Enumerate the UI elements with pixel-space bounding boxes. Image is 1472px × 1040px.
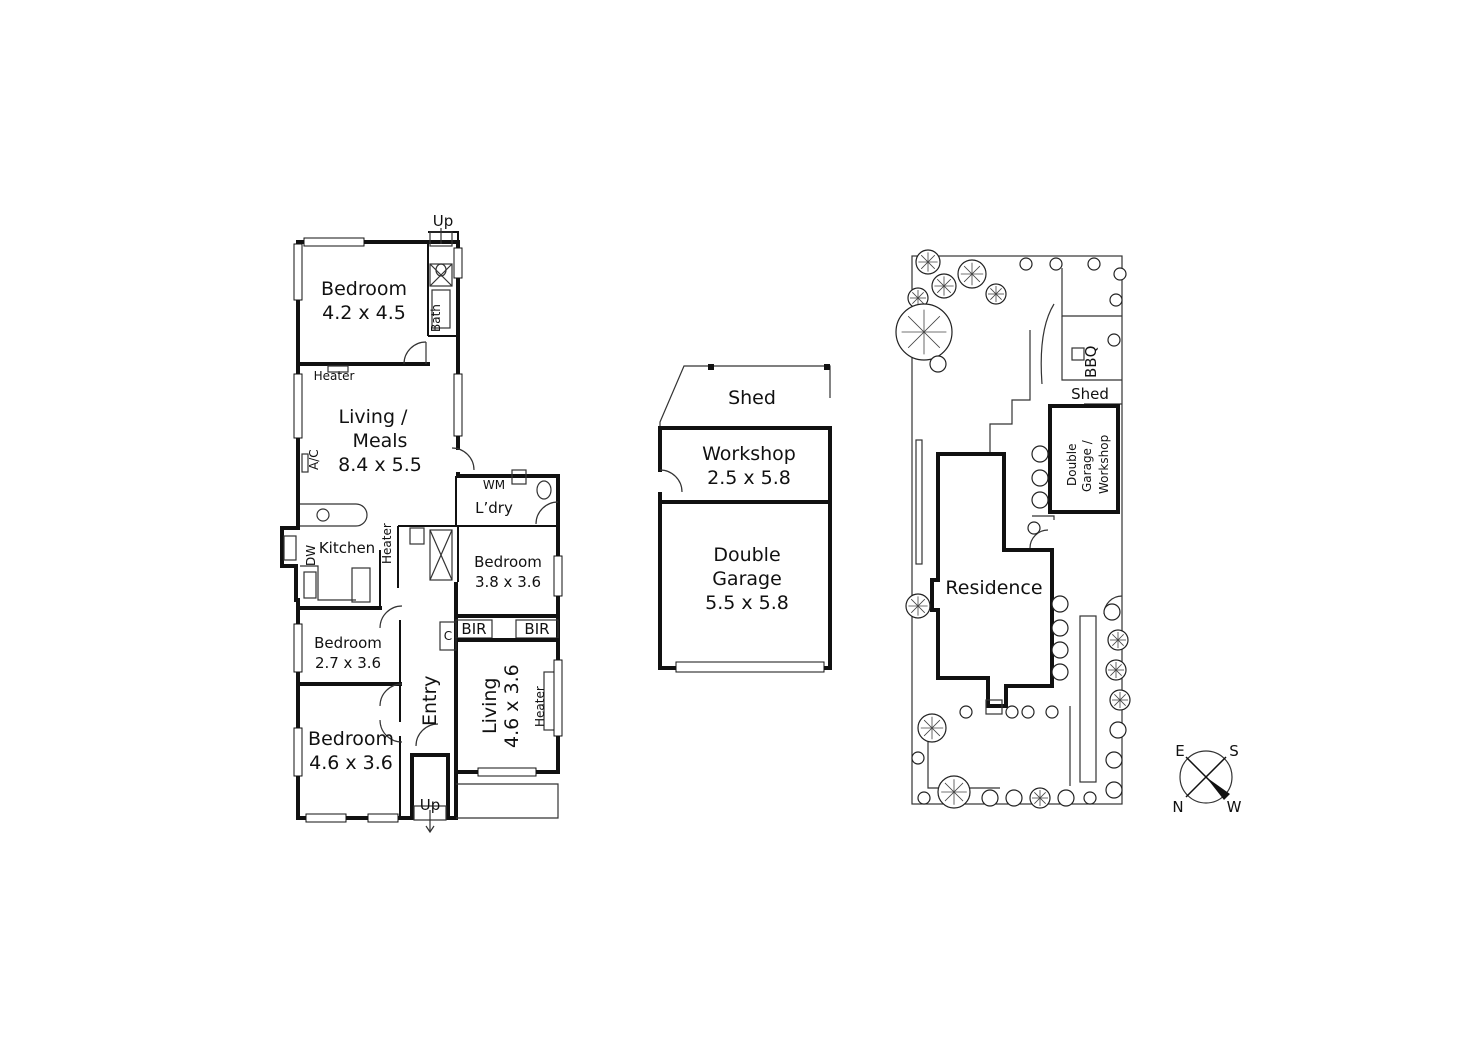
garage-name1: Double (713, 544, 780, 566)
tree-icon (911, 751, 925, 765)
tree-icon (1109, 721, 1127, 739)
house-floor-plan (280, 228, 563, 834)
tree-icon (1031, 445, 1049, 463)
outbuilding-shed-label: Shed (728, 387, 776, 409)
compass-w: W (1227, 798, 1242, 816)
tree-icon (1105, 751, 1123, 769)
bbq-label: BBQ (1082, 346, 1100, 378)
tree-icon (1051, 663, 1069, 681)
tree-icon (1105, 781, 1123, 799)
tree-icon (1109, 293, 1123, 307)
garage-size: 5.5 x 5.8 (705, 592, 789, 614)
living2-name: Living (479, 678, 501, 735)
tree-icon (1005, 789, 1023, 807)
living-meals-name1: Living / (339, 406, 409, 428)
bedroom4-name: Bedroom (308, 728, 394, 750)
heater2-label: Heater (380, 523, 394, 564)
garage-workshop-line2: Garage / (1080, 439, 1094, 492)
outbuilding-plan (658, 364, 832, 673)
tree-icon (1031, 469, 1049, 487)
bir1-label: BIR (461, 620, 486, 638)
tree-icon (1051, 619, 1069, 637)
tree-icon (1031, 491, 1049, 509)
stairs-up-label-top: Up (433, 212, 454, 230)
cupboard-label: C (444, 629, 452, 643)
tree-icon (1005, 705, 1019, 719)
garage-name2: Garage (712, 568, 782, 590)
workshop-size: 2.5 x 5.8 (707, 467, 791, 489)
tree-icon (1051, 641, 1069, 659)
tree-icon (917, 791, 931, 805)
tree-icon (1051, 595, 1069, 613)
wm-label: WM (483, 478, 505, 492)
compass-e: E (1175, 742, 1184, 760)
kitchen-label: Kitchen (319, 539, 375, 557)
bath1-label: Bath (429, 304, 443, 332)
bedroom2-name: Bedroom (474, 553, 542, 571)
tree-icon (929, 355, 947, 373)
bedroom3-name: Bedroom (314, 634, 382, 652)
entry-label: Entry (419, 675, 441, 726)
bedroom2-size: 3.8 x 3.6 (475, 573, 541, 591)
tree-icon (1019, 257, 1033, 271)
tree-icon (981, 789, 999, 807)
site-shed-label: Shed (1071, 385, 1109, 403)
tree-icon (1083, 791, 1097, 805)
living-meals-size: 8.4 x 5.5 (338, 454, 422, 476)
workshop-name: Workshop (702, 443, 796, 465)
site-plan (895, 249, 1131, 809)
bedroom3-size: 2.7 x 3.6 (315, 654, 381, 672)
tree-icon (1057, 789, 1075, 807)
tree-icon (1021, 705, 1035, 719)
tree-icon (1103, 603, 1121, 621)
tree-icon (1045, 705, 1059, 719)
garage-workshop-line1: Double (1065, 443, 1079, 486)
living2-size: 4.6 x 3.6 (501, 664, 523, 748)
dw-label: DW (304, 545, 318, 566)
tree-icon (1027, 521, 1041, 535)
tree-icon (1087, 257, 1101, 271)
bir2-label: BIR (524, 620, 549, 638)
ac-label: A/C (307, 449, 321, 470)
bedroom1-size: 4.2 x 4.5 (322, 302, 406, 324)
residence-label: Residence (945, 577, 1042, 599)
laundry-label: L’dry (475, 499, 513, 517)
stairs-up-label-bottom: Up (420, 796, 441, 814)
compass-icon (1179, 750, 1233, 804)
living-meals-name2: Meals (353, 430, 408, 452)
compass-n: N (1172, 798, 1183, 816)
garage-workshop-line3: Workshop (1097, 435, 1111, 494)
tree-icon (959, 705, 973, 719)
bedroom1-name: Bedroom (321, 278, 407, 300)
compass-s: S (1229, 742, 1239, 760)
tree-icon (1049, 257, 1063, 271)
tree-icon (1107, 333, 1121, 347)
heater3-label: Heater (533, 686, 547, 727)
bedroom4-size: 4.6 x 3.6 (309, 752, 393, 774)
tree-icon (1113, 267, 1127, 281)
heater1-label: Heater (314, 369, 355, 383)
